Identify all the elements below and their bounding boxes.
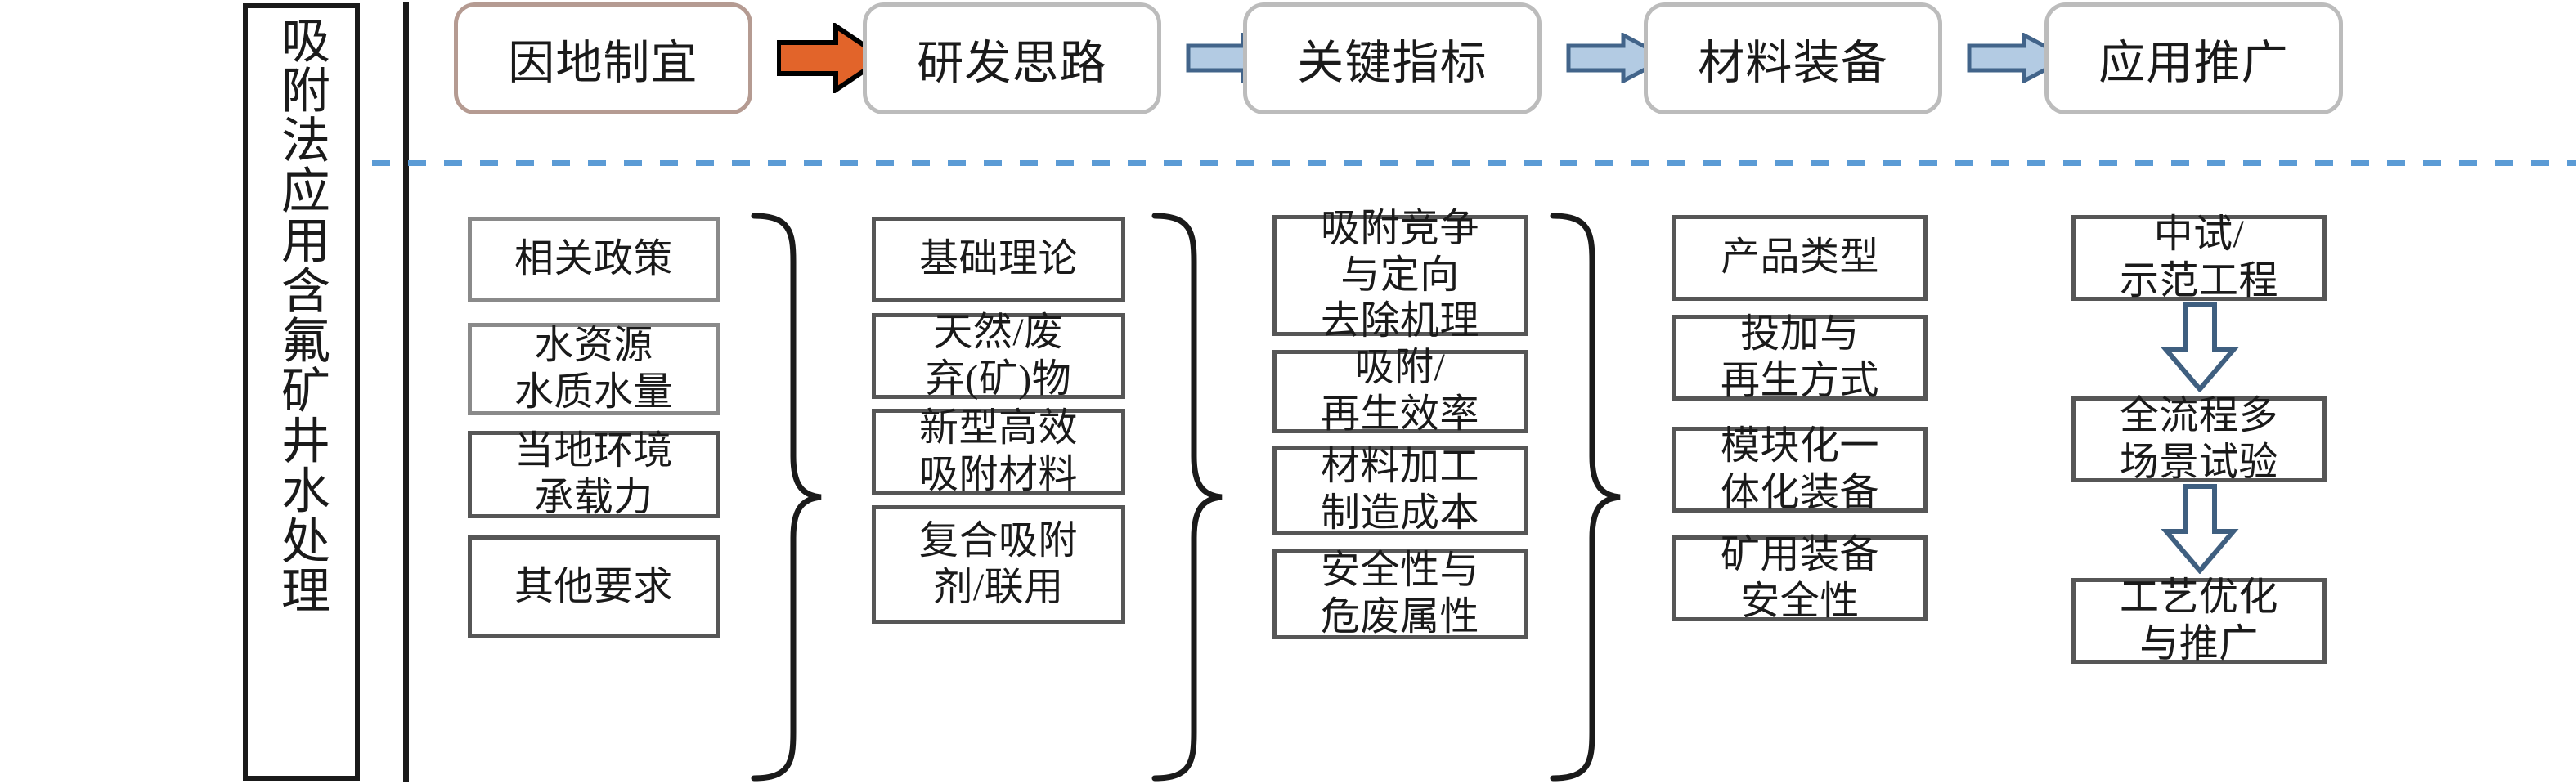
top-step-3-label: 关键指标: [1297, 37, 1488, 89]
top-step-3[interactable]: 关键指标: [1243, 2, 1542, 114]
col4-item-3-label: 模块化一体化装备: [1721, 423, 1879, 514]
col1-item-2[interactable]: 水资源水质水量: [468, 323, 720, 415]
vertical-divider-rule: [403, 2, 409, 782]
down-arrow-icon-1: [2161, 302, 2239, 392]
top-step-4[interactable]: 材料装备: [1644, 2, 1942, 114]
col3-item-3[interactable]: 材料加工制造成本: [1272, 445, 1528, 535]
col3-item-1-label: 吸附竞争与定向去除机理: [1321, 207, 1479, 343]
col5-item-3[interactable]: 工艺优化与推广: [2071, 575, 2327, 665]
col3-item-2[interactable]: 吸附/再生效率: [1272, 346, 1528, 436]
col4-item-4[interactable]: 矿用装备安全性: [1672, 533, 1928, 623]
col5-item-1[interactable]: 中试/示范工程: [2071, 212, 2327, 302]
col3-item-2-label: 吸附/再生效率: [1321, 346, 1479, 436]
col4-item-3[interactable]: 模块化一体化装备: [1672, 424, 1928, 514]
brace-col1-col2: [751, 213, 822, 782]
col4-item-2[interactable]: 投加与再生方式: [1672, 312, 1928, 402]
col2-item-3-label: 新型高效吸附材料: [919, 405, 1078, 496]
col1-item-4-label: 其他要求: [514, 564, 673, 608]
col4-item-4-label: 矿用装备安全性: [1721, 532, 1879, 623]
top-step-4-label: 材料装备: [1698, 37, 1888, 89]
col2-item-1[interactable]: 基础理论: [872, 217, 1125, 302]
dotted-separator: [372, 160, 2576, 166]
col2-item-4[interactable]: 复合吸附剂/联用: [872, 505, 1125, 624]
col1-item-3-label: 当地环境承载力: [514, 428, 673, 519]
col4-item-2-label: 投加与再生方式: [1721, 311, 1879, 402]
col3-item-3-label: 材料加工制造成本: [1321, 445, 1479, 535]
col1-item-3[interactable]: 当地环境承载力: [468, 428, 720, 519]
col1-item-1[interactable]: 相关政策: [468, 217, 720, 302]
vertical-title-panel: 吸附法应用含氟矿井水处理: [243, 3, 360, 781]
col4-item-1[interactable]: 产品类型: [1672, 215, 1928, 301]
col1-item-4[interactable]: 其他要求: [468, 535, 720, 638]
vertical-title-text: 吸附法应用含氟矿井水处理: [274, 15, 329, 616]
top-step-2-label: 研发思路: [917, 37, 1107, 89]
col4-item-1-label: 产品类型: [1721, 235, 1879, 280]
col5-item-1-label: 中试/示范工程: [2120, 212, 2278, 302]
col2-item-3[interactable]: 新型高效吸附材料: [872, 406, 1125, 496]
col1-item-2-label: 水资源水质水量: [514, 323, 673, 414]
col5-item-3-label: 工艺优化与推广: [2120, 575, 2278, 665]
col2-item-1-label: 基础理论: [919, 237, 1078, 281]
top-step-1-label: 因地制宜: [508, 37, 698, 89]
col5-item-2[interactable]: 全流程多场景试验: [2071, 394, 2327, 484]
top-step-2[interactable]: 研发思路: [863, 2, 1161, 114]
col2-item-2-label: 天然/废弃(矿)物: [925, 310, 1072, 401]
brace-col2-col3: [1151, 213, 1223, 782]
down-arrow-icon-2: [2161, 484, 2239, 574]
top-step-5-label: 应用推广: [2098, 37, 2289, 89]
col2-item-2[interactable]: 天然/废弃(矿)物: [872, 310, 1125, 401]
arrow-orange-icon: [777, 23, 885, 93]
col3-item-1[interactable]: 吸附竞争与定向去除机理: [1272, 207, 1528, 343]
col2-item-4-label: 复合吸附剂/联用: [919, 518, 1078, 609]
top-step-5[interactable]: 应用推广: [2044, 2, 2343, 114]
brace-col3-col4: [1550, 213, 1621, 782]
col1-item-1-label: 相关政策: [514, 237, 673, 281]
col5-item-2-label: 全流程多场景试验: [2120, 393, 2278, 484]
col3-item-4-label: 安全性与危废属性: [1321, 549, 1479, 638]
col3-item-4[interactable]: 安全性与危废属性: [1272, 549, 1528, 639]
top-step-1[interactable]: 因地制宜: [454, 2, 752, 114]
